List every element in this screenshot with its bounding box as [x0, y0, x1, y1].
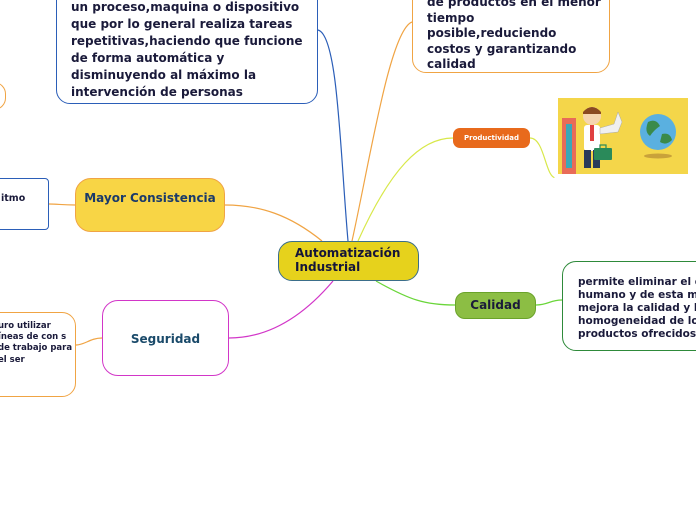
description-box-productividad[interactable]: de productos en el menor tiempo posible,… [412, 0, 610, 73]
mayor-consistencia-desc-text: itmo [1, 193, 26, 204]
link-central-to-productividad [357, 137, 454, 242]
seguridad-desc-text: uro utilizar íneas de con s de trabajo p… [0, 321, 73, 365]
topic-seguridad[interactable]: Seguridad [102, 300, 229, 376]
description-box-definition[interactable]: un proceso,maquina o dispositivo que por… [56, 0, 318, 104]
link-mayor-to-desc [48, 203, 76, 206]
topic-mayor-consistencia[interactable]: Mayor Consistencia [75, 178, 225, 232]
link-calidad-to-desc [535, 299, 563, 306]
description-box-calidad[interactable]: permite eliminar el e humano y de esta m… [562, 261, 696, 351]
link-central-to-calidad [375, 280, 456, 306]
calidad-desc-text: permite eliminar el e humano y de esta m… [578, 276, 696, 340]
briefcase-icon [594, 144, 612, 160]
topic-productividad[interactable]: Productividad [453, 128, 530, 148]
seguridad-label: Seguridad [130, 332, 201, 346]
topic-calidad[interactable]: Calidad [455, 292, 536, 319]
globe-icon [640, 114, 676, 159]
description-box-seguridad[interactable]: uro utilizar íneas de con s de trabajo p… [0, 312, 76, 397]
link-central-to-top-desc [317, 29, 349, 242]
productividad-desc-text: de productos en el menor tiempo posible,… [427, 0, 601, 71]
productividad-image[interactable] [552, 94, 696, 184]
central-topic[interactable]: Automatización Industrial [278, 241, 419, 281]
link-central-to-top-right-desc [351, 21, 413, 242]
mayor-consistencia-label: Mayor Consistencia [84, 191, 216, 205]
link-central-to-mayor [224, 204, 323, 242]
productividad-label: Productividad [464, 134, 519, 142]
calidad-label: Calidad [470, 298, 521, 312]
description-box-mayor-consistencia[interactable]: itmo [0, 178, 49, 230]
definition-text: un proceso,maquina o dispositivo que por… [71, 0, 303, 99]
link-seguridad-to-desc [75, 337, 103, 346]
link-central-to-seguridad [228, 280, 334, 339]
central-topic-label: Automatización Industrial [295, 246, 401, 274]
